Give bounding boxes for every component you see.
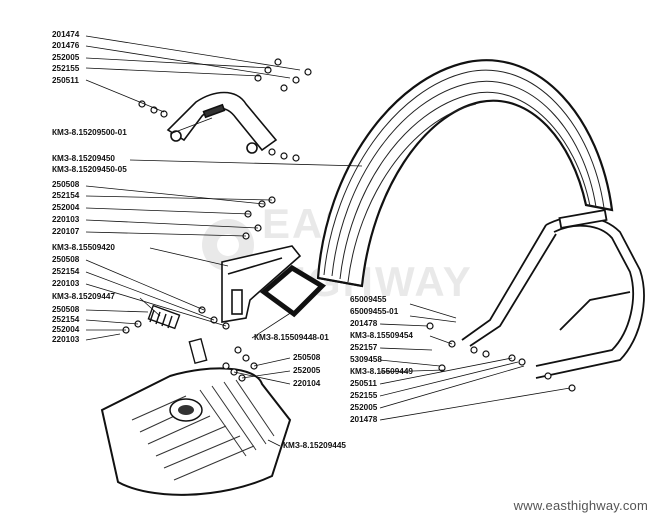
- rear-frame-bracket: [461, 209, 645, 379]
- part-label: КМЗ-8.15209500-01: [52, 128, 127, 137]
- rear-fender: [316, 59, 614, 288]
- part-label: 250508: [52, 305, 80, 314]
- part-label: 201478: [350, 319, 378, 328]
- top-bracket: [166, 91, 278, 154]
- part-label: 250508: [293, 353, 321, 362]
- part-label: КМЗ-8.15509449: [350, 367, 413, 376]
- part-label: 65009455-01: [350, 307, 399, 316]
- reflector-strip: [147, 304, 208, 365]
- part-label: 250511: [52, 76, 79, 85]
- part-label: КМЗ-8.15209447: [52, 292, 115, 301]
- fasteners: [122, 58, 576, 392]
- part-label: 220104: [293, 379, 321, 388]
- part-label: 252005: [52, 53, 80, 62]
- part-label: 252155: [350, 391, 378, 400]
- part-label: КМЗ-8.15509420: [52, 243, 115, 252]
- part-label: 65009455: [350, 295, 387, 304]
- part-label: 252004: [52, 325, 80, 334]
- part-label: 252004: [52, 203, 80, 212]
- part-label: 252154: [52, 315, 80, 324]
- part-label: 250508: [52, 255, 80, 264]
- mudflap: [100, 367, 292, 496]
- part-label: КМЗ-8.15209445: [283, 441, 346, 450]
- part-label: 250511: [350, 379, 377, 388]
- part-label: 220103: [52, 335, 80, 344]
- leader-lines: [85, 35, 571, 447]
- part-label: 5309458: [350, 355, 382, 364]
- part-label: 252154: [52, 191, 80, 200]
- part-label: 252005: [293, 366, 321, 375]
- part-label: 220103: [52, 215, 80, 224]
- part-label: КМЗ-8.15209450-05: [52, 165, 127, 174]
- part-label: 252154: [52, 267, 80, 276]
- part-label: 201474: [52, 30, 80, 39]
- part-label: 201476: [52, 41, 80, 50]
- part-label: 252155: [52, 64, 80, 73]
- part-label: 220103: [52, 279, 80, 288]
- footer-url: www.easthighway.com: [513, 498, 648, 513]
- part-label: КМЗ-8.15509454: [350, 331, 413, 340]
- part-label: 201478: [350, 415, 378, 424]
- part-label: 252157: [350, 343, 378, 352]
- part-label: КМЗ-8.15509448-01: [254, 333, 329, 342]
- rubber-grommet: [259, 264, 327, 318]
- part-label: 220107: [52, 227, 80, 236]
- middle-bracket: [221, 245, 302, 323]
- part-label: КМЗ-8.15209450: [52, 154, 115, 163]
- part-label: 252005: [350, 403, 378, 412]
- part-label: 250508: [52, 180, 80, 189]
